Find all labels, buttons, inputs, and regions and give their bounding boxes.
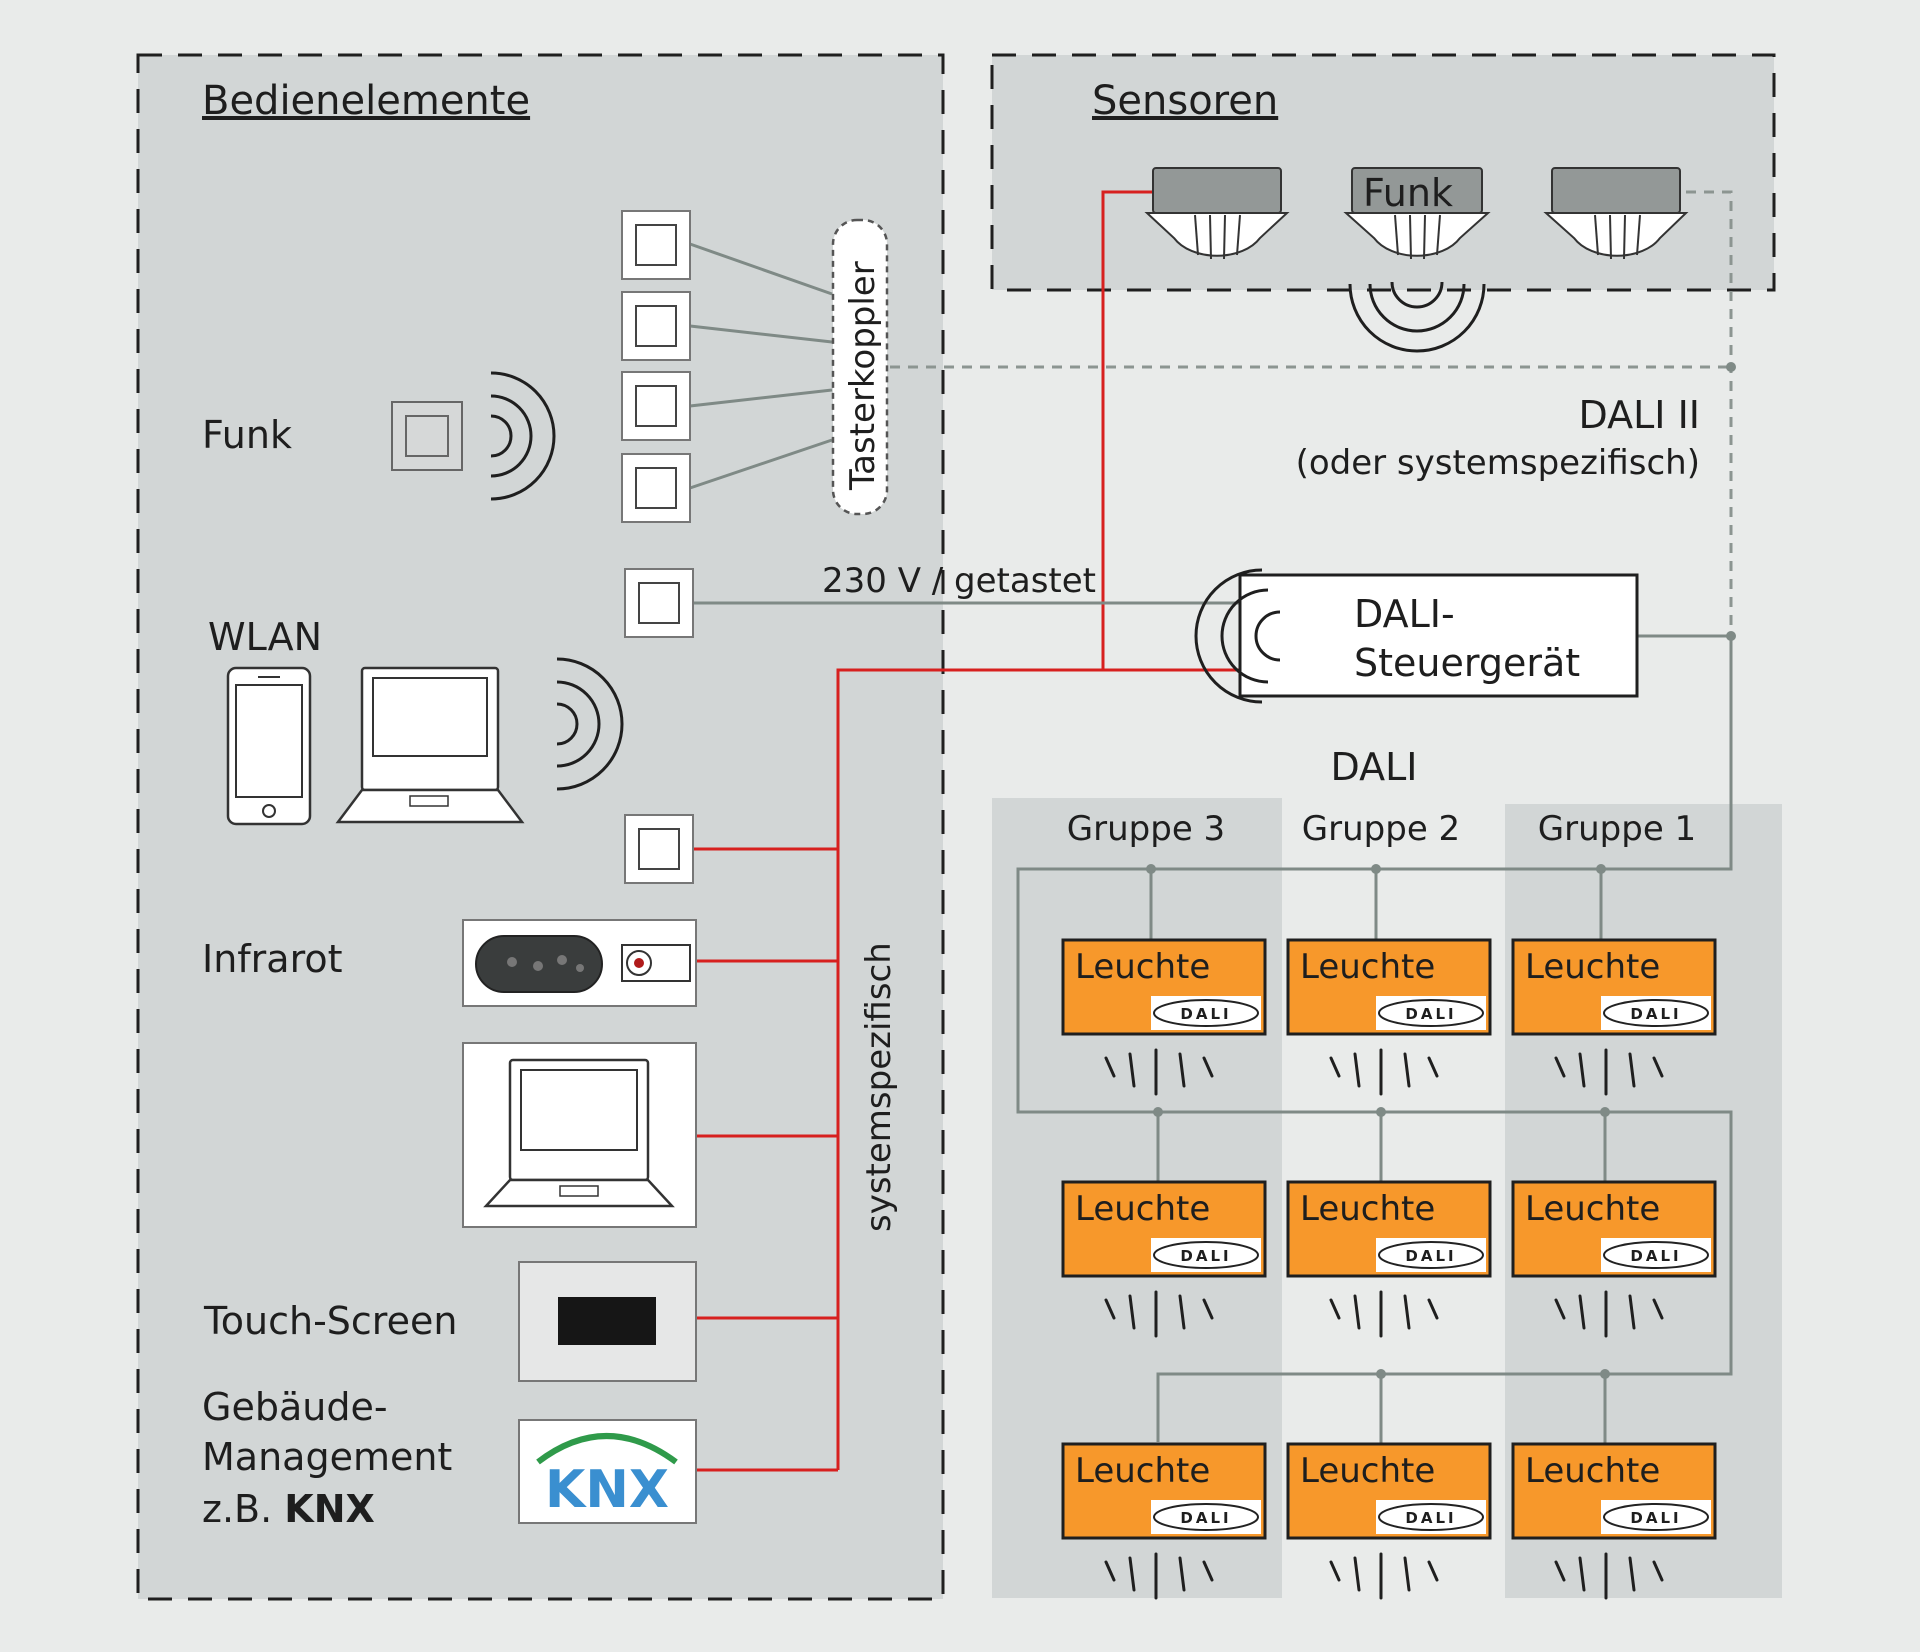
push-button[interactable] [621,291,691,361]
wireless-waves-icon [1194,568,1281,704]
controls-title: Bedienelemente [202,78,530,124]
funk-label: Funk [202,413,292,457]
luminaire-label: Leuchte [1300,1451,1435,1491]
presence-sensor [1543,167,1689,260]
dali-bus-label: DALI [1331,745,1418,789]
dali-logo-badge: DALI [1151,1238,1261,1272]
light-rays-icon [1554,1290,1664,1338]
tasterkoppler-label: Tasterkoppler [843,261,883,491]
junction-dots [1146,362,1736,1379]
luminaire-label: Leuchte [1525,1451,1660,1491]
infrarot-label: Infrarot [202,937,343,981]
dali-badge-text: DALI [1405,1247,1456,1265]
light-rays-icon [1104,1290,1214,1338]
sensors-title: Sensoren [1092,78,1278,124]
dali-badge-text: DALI [1405,1005,1456,1023]
dali-badge-text: DALI [1405,1509,1456,1527]
dali-badge-text: DALI [1180,1005,1231,1023]
group-label: Gruppe 3 [1067,809,1225,849]
luminaire-grid: LeuchteDALILeuchteDALILeuchteDALILeuchte… [1061,938,1717,1600]
controller-line1: DALI- [1354,592,1455,636]
touch-label: Touch-Screen [203,1299,457,1343]
luminaire-label: Leuchte [1075,1189,1210,1229]
push-button-230v[interactable] [624,568,694,638]
controller-line2: Steuergerät [1354,641,1580,685]
light-rays-icon [1554,1552,1664,1600]
dali2-label: DALI II [1579,393,1700,437]
luminaire-label: Leuchte [1525,947,1660,987]
light-rays-icon [1104,1552,1214,1600]
luminaire-label: Leuchte [1075,1451,1210,1491]
push-button[interactable] [621,453,691,523]
dali-logo-badge: DALI [1151,1500,1261,1534]
light-rays-icon [1329,1290,1439,1338]
gebaeude-line3: z.B. KNX [202,1487,375,1531]
dali-badge-text: DALI [1630,1247,1681,1265]
wireless-presence-sensor: Funk [1343,167,1491,353]
push-button[interactable] [621,210,691,280]
laptop-icon[interactable] [335,666,525,824]
dali-logo-badge: DALI [1601,1500,1711,1534]
light-rays-icon [1329,1552,1439,1600]
push-button-system[interactable] [624,814,694,884]
light-rays-icon [1329,1048,1439,1096]
ir-remote-icon[interactable] [462,919,697,1007]
knx-logo-text: KNX [545,1460,669,1520]
wireless-waves-icon [556,657,624,791]
gebaeude-line1: Gebäude- [202,1385,388,1429]
dali-badge-text: DALI [1630,1509,1681,1527]
luminaire-label: Leuchte [1525,1189,1660,1229]
luminaire-label: Leuchte [1300,1189,1435,1229]
volt-label: 230 V / getastet [822,561,1096,601]
gray-wiring [689,242,1733,1444]
dali2-sub-label: (oder systemspezifisch) [1296,443,1700,483]
dali-controller[interactable]: DALI- Steuergerät [1194,568,1639,704]
laptop-icon[interactable] [462,1042,697,1228]
sensor-funk-label: Funk [1363,171,1453,215]
presence-sensor [1144,167,1290,260]
tasterkoppler-box [831,218,889,516]
push-button[interactable] [621,371,691,441]
luminaire-label: Leuchte [1075,947,1210,987]
dali-badge-text: DALI [1630,1005,1681,1023]
dali-logo-badge: DALI [1601,996,1711,1030]
touch-screen-icon[interactable] [518,1261,697,1382]
dashed-bus [890,190,1733,636]
dali-logo-badge: DALI [1376,1238,1486,1272]
wireless-waves-icon [490,371,556,501]
dali-badge-text: DALI [1180,1247,1231,1265]
group-label: Gruppe 2 [1302,809,1460,849]
dali-logo-badge: DALI [1376,1500,1486,1534]
light-rays-icon [1104,1048,1214,1096]
luminaire-label: Leuchte [1300,947,1435,987]
gebaeude-line2: Management [202,1435,452,1479]
wlan-label: WLAN [208,615,322,659]
dali-logo-badge: DALI [1376,996,1486,1030]
light-rays-icon [1554,1048,1664,1096]
red-wiring [694,190,1240,1472]
systemspezifisch-label: systemspezifisch [859,942,899,1232]
wireless-waves-icon [1348,281,1486,353]
dali-logo-badge: DALI [1151,996,1261,1030]
group-label: Gruppe 1 [1538,809,1696,849]
dali-badge-text: DALI [1180,1509,1231,1527]
wireless-switch[interactable] [391,401,463,471]
smartphone-icon[interactable] [226,666,312,826]
knx-logo[interactable]: KNX [518,1419,697,1524]
dali-logo-badge: DALI [1601,1238,1711,1272]
